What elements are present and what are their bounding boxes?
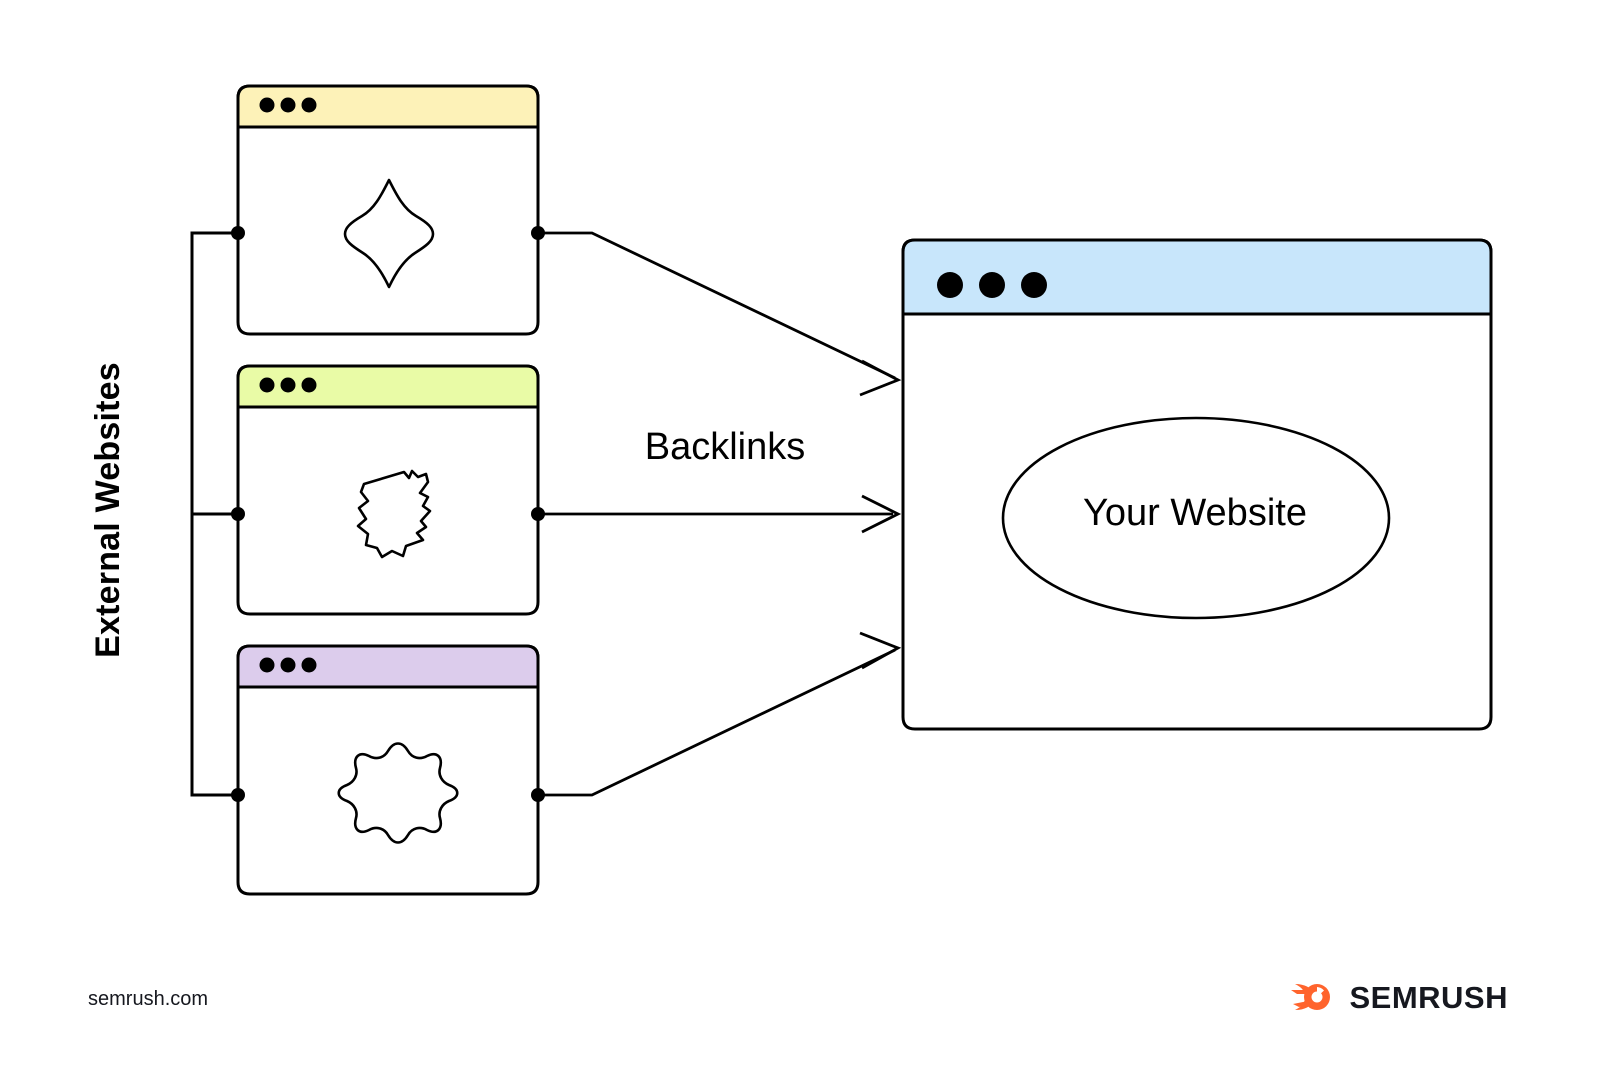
scalloped-octagon-icon (337, 742, 459, 844)
connector-dot-right-3 (531, 788, 545, 802)
window-dot-red[interactable] (937, 272, 963, 298)
backlink-arrows (538, 231, 902, 797)
window-dot-green[interactable] (301, 657, 317, 673)
source-url: semrush.com (88, 988, 209, 1010)
window-2-traffic-lights[interactable] (259, 377, 317, 393)
your-website-label: Your Website (1083, 492, 1307, 534)
connector-dot-left-2 (231, 507, 245, 521)
backlink-arrow-3 (538, 648, 896, 797)
window-dot-green[interactable] (1021, 272, 1047, 298)
semrush-branding: SEMRUSH (1291, 980, 1508, 1014)
your-website-window[interactable] (901, 238, 1493, 731)
backlink-arrow-1 (538, 231, 896, 380)
window-dot-yellow[interactable] (280, 97, 296, 113)
connector-dot-left-1 (231, 226, 245, 240)
connector-dot-left-3 (231, 788, 245, 802)
external-window-2[interactable] (236, 364, 540, 616)
window-dot-red[interactable] (259, 657, 275, 673)
backlink-arrow-2-head (861, 494, 902, 534)
window-3-titlebar (236, 644, 540, 689)
window-2-titlebar (236, 364, 540, 409)
semrush-wordmark: SEMRUSH (1349, 979, 1508, 1015)
external-websites-bracket (190, 231, 238, 797)
window-dot-yellow[interactable] (979, 272, 1005, 298)
your-website-ellipse (1001, 416, 1391, 620)
window-dot-red[interactable] (259, 97, 275, 113)
rounded-diamond-icon (343, 178, 435, 289)
semrush-comet-icon (1291, 984, 1331, 1010)
window-3-traffic-lights[interactable] (259, 657, 317, 673)
window-dot-green[interactable] (301, 377, 317, 393)
external-window-1[interactable] (236, 84, 540, 336)
window-dot-yellow[interactable] (280, 657, 296, 673)
external-window-3[interactable] (236, 644, 540, 896)
blob-heptagon-icon (356, 469, 432, 559)
window-1-titlebar (236, 84, 540, 129)
connector-dot-right-1 (531, 226, 545, 240)
window-1-traffic-lights[interactable] (259, 97, 317, 113)
connector-dot-right-2 (531, 507, 545, 521)
main-window-traffic-lights[interactable] (937, 272, 1047, 298)
backlinks-label: Backlinks (644, 426, 806, 468)
backlink-arrow-1-head (859, 359, 902, 397)
window-dot-green[interactable] (301, 97, 317, 113)
main-window-titlebar (901, 238, 1493, 316)
window-dot-yellow[interactable] (280, 377, 296, 393)
external-websites-label: External Websites (88, 362, 127, 658)
backlink-arrow-3-head (859, 631, 902, 670)
connector-dots (231, 226, 545, 802)
window-dot-red[interactable] (259, 377, 275, 393)
